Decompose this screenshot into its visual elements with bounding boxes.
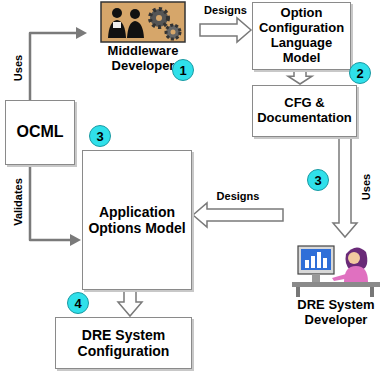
callout-number: 2 — [349, 62, 371, 84]
flow-arrow — [200, 18, 251, 42]
document-box: CFG & Documentation — [252, 85, 357, 137]
node-text: CFG & Documentation — [256, 96, 353, 126]
model-box: Option Configuration Language Model — [252, 2, 351, 70]
callout-number: 3 — [89, 125, 111, 147]
node-text: OCML — [16, 123, 63, 141]
flow-arrow — [288, 71, 312, 84]
edge-label: Uses — [12, 53, 24, 83]
configuration-box: DRE System Configuration — [55, 317, 192, 369]
person-illustration — [93, 0, 193, 44]
person-illustration — [290, 238, 381, 298]
edge-label: Designs — [202, 4, 249, 16]
edge-label: Uses — [360, 172, 372, 202]
actor-figure: DRE System Developer — [285, 238, 381, 338]
callout-number: 1 — [172, 59, 194, 81]
flow-arrow — [30, 165, 81, 246]
edge-label: Validates — [12, 176, 24, 228]
flow-arrow — [193, 203, 283, 227]
node-text: DRE System Developer — [285, 298, 381, 328]
model-box: Application Options Model — [82, 150, 192, 290]
callout-number: 4 — [67, 292, 89, 314]
callout-number: 3 — [307, 169, 329, 191]
flow-arrow — [333, 138, 357, 237]
node-text: Option Configuration Language Model — [256, 6, 347, 66]
edge-label: Designs — [215, 190, 262, 202]
tool-box: OCML — [5, 100, 75, 165]
node-text: DRE System Configuration — [59, 327, 188, 359]
flow-arrow — [118, 291, 142, 316]
node-text: Application Options Model — [86, 204, 188, 236]
flow-arrow — [30, 27, 87, 100]
